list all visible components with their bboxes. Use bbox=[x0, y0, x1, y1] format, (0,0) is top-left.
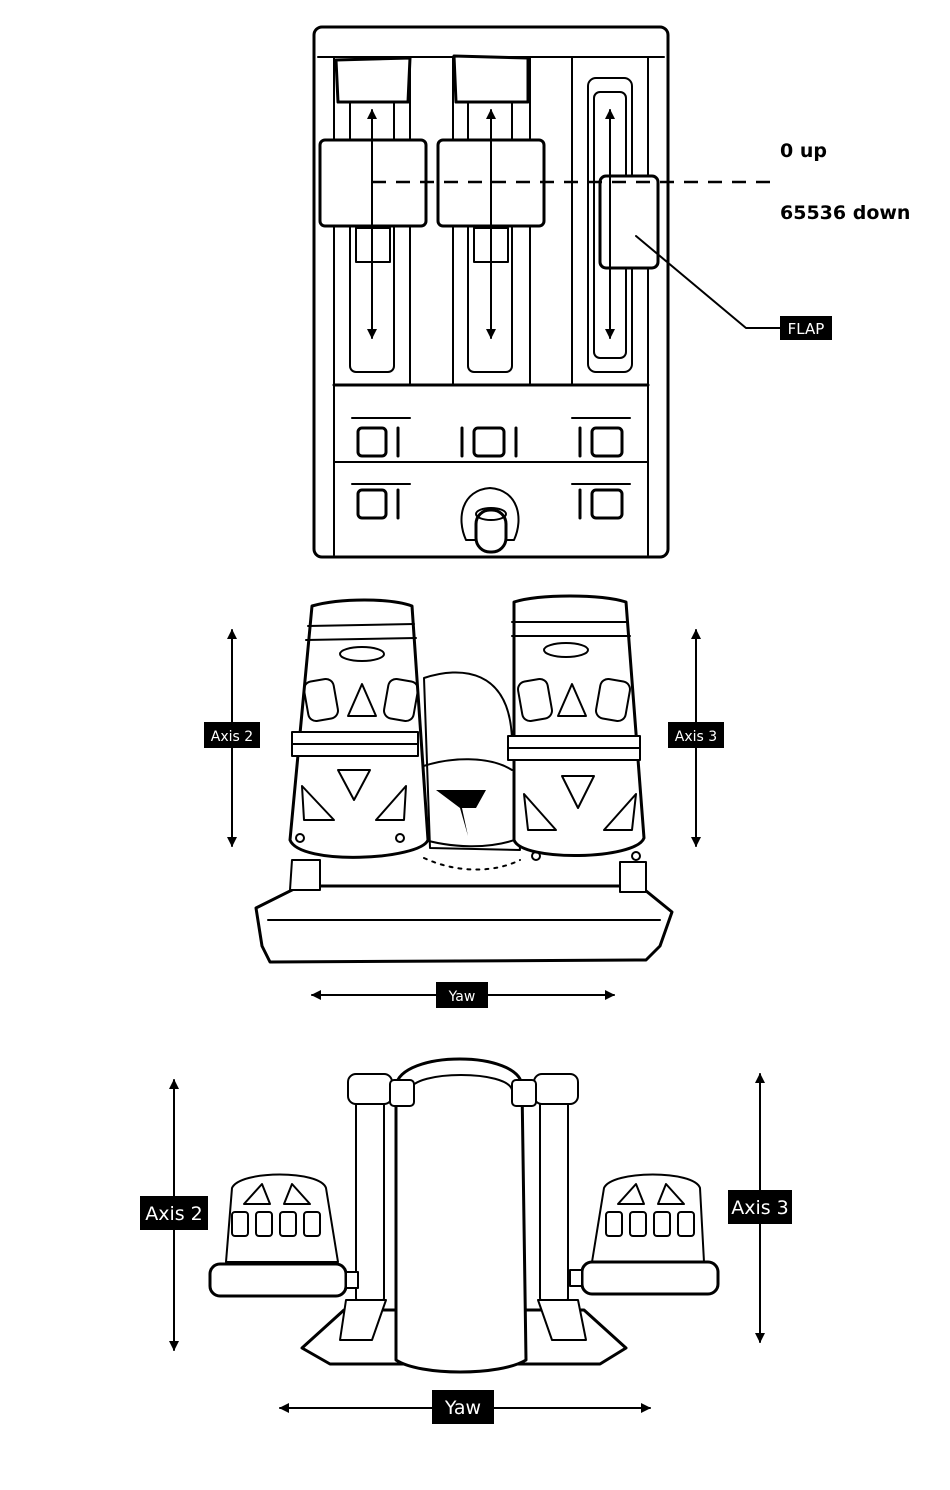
front-axis3-label: Axis 3 bbox=[675, 729, 717, 745]
top-right-pedal bbox=[570, 1175, 718, 1295]
front-yaw-label: Yaw bbox=[448, 989, 476, 1005]
max-down-label: 65536 down bbox=[780, 202, 910, 224]
flap-label: FLAP bbox=[788, 320, 825, 338]
throttle-quadrant: 0 up 65536 down FLAP bbox=[314, 27, 910, 557]
top-center-body bbox=[396, 1059, 526, 1372]
zero-up-label: 0 up bbox=[780, 140, 827, 162]
left-pedal bbox=[290, 600, 428, 890]
pedal-base bbox=[256, 886, 672, 962]
top-axis3-label: Axis 3 bbox=[731, 1197, 789, 1219]
top-yaw-label: Yaw bbox=[444, 1397, 481, 1419]
switch-row-2 bbox=[352, 484, 630, 552]
switch-row-1 bbox=[352, 418, 630, 456]
right-pedal bbox=[508, 596, 646, 892]
front-axis2-label: Axis 2 bbox=[211, 729, 253, 745]
pedals-top-view: Axis 2 Axis 3 Yaw bbox=[140, 1059, 792, 1424]
mini-stick-knob bbox=[476, 510, 506, 552]
top-left-pedal bbox=[210, 1175, 358, 1297]
pedals-front-view: Axis 2 Axis 3 Yaw bbox=[204, 596, 724, 1008]
top-axis2-label: Axis 2 bbox=[145, 1203, 203, 1225]
